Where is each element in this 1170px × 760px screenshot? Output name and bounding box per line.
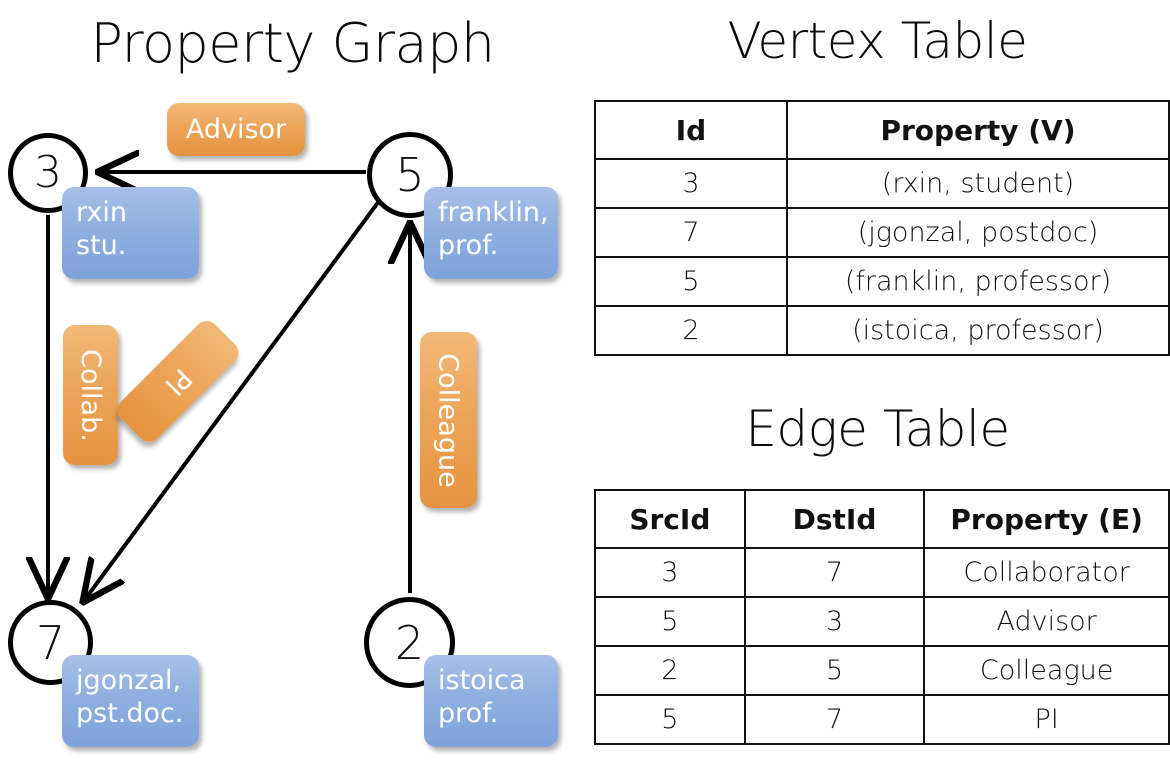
column-header-dstid: DstId [743,489,926,549]
vertex-property-box-istoica[interactable]: istoica prof. [424,655,558,747]
edge-label-text: PI [158,361,198,402]
cell-id: 2 [594,305,788,356]
edge-label-advisor[interactable]: Advisor [167,103,305,156]
graph-node-3[interactable]: 3 [8,133,88,213]
column-header-srcid: SrcId [594,489,746,549]
column-header-property-e: Property (E) [923,489,1170,549]
cell-dstid: 3 [743,596,926,647]
table-row[interactable]: 5 7 PI [594,694,1170,745]
column-header-property-v: Property (V) [786,100,1170,160]
edge-label-text: Advisor [185,114,287,145]
cell-property: (rxin, student) [786,158,1170,209]
graph-node-5[interactable]: 5 [367,132,453,218]
vertex-property-box-jgonzal[interactable]: jgonzal, pst.doc. [62,655,199,747]
vertex-property-line: istoica [438,665,526,696]
cell-srcid: 2 [594,645,746,696]
vertex-property-line: jgonzal, [76,665,182,696]
table-header-row: Id Property (V) [594,100,1170,160]
vertex-property-box-franklin[interactable]: franklin, prof. [424,187,558,279]
table-row[interactable]: 5 3 Advisor [594,596,1170,647]
vertex-property-box-rxin[interactable]: rxin stu. [62,187,199,279]
edge-label-text: Colleague [433,352,464,488]
vertex-property-line: prof. [438,230,499,261]
cell-property: (istoica, professor) [786,305,1170,356]
edge-label-collab[interactable]: Collab. [63,325,118,465]
cell-id: 5 [594,256,788,307]
cell-property: (franklin, professor) [786,256,1170,307]
cell-dstid: 7 [743,694,926,745]
cell-id: 3 [594,158,788,209]
table-row[interactable]: 5 (franklin, professor) [594,256,1170,307]
edge-5-to-7 [86,191,387,598]
vertex-table: Id Property (V) 3 (rxin, student) 7 (jgo… [594,100,1170,356]
edge-label-text: Collab. [75,348,106,442]
table-row[interactable]: 3 (rxin, student) [594,158,1170,209]
cell-dstid: 5 [743,645,926,696]
vertex-property-line: pst.doc. [76,698,184,729]
section-title-edge-table: Edge Table [745,400,1010,458]
cell-property: PI [923,694,1170,745]
table-row[interactable]: 2 5 Colleague [594,645,1170,696]
edge-table: SrcId DstId Property (E) 3 7 Collaborato… [594,489,1170,745]
section-title-vertex-table: Vertex Table [727,12,1028,70]
cell-srcid: 5 [594,596,746,647]
cell-property: Collaborator [923,547,1170,598]
cell-property: Advisor [923,596,1170,647]
vertex-property-line: stu. [76,230,127,261]
cell-srcid: 5 [594,694,746,745]
table-row[interactable]: 3 7 Collaborator [594,547,1170,598]
vertex-property-line: prof. [438,698,499,729]
edge-label-colleague[interactable]: Colleague [420,332,477,508]
cell-srcid: 3 [594,547,746,598]
table-row[interactable]: 2 (istoica, professor) [594,305,1170,356]
vertex-property-line: franklin, [438,197,549,228]
cell-property: (jgonzal, postdoc) [786,207,1170,258]
cell-property: Colleague [923,645,1170,696]
column-header-id: Id [594,100,788,160]
page-title-property-graph: Property Graph [90,12,495,75]
table-row[interactable]: 7 (jgonzal, postdoc) [594,207,1170,258]
property-graph-canvas: 3 5 7 2 rxin stu. franklin, prof. jgonza… [0,85,585,760]
graph-edges-svg [0,85,585,760]
vertex-property-line: rxin [76,197,127,228]
table-header-row: SrcId DstId Property (E) [594,489,1170,549]
cell-id: 7 [594,207,788,258]
cell-dstid: 7 [743,547,926,598]
